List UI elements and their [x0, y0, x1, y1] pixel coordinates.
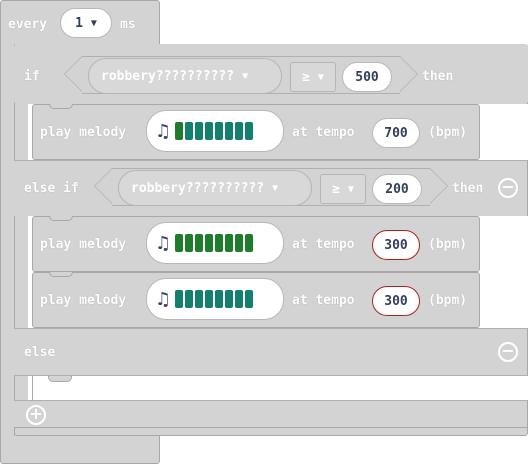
melody-editor[interactable]: ♫: [146, 222, 284, 264]
else-if-operator-dropdown[interactable]: ≥▼: [320, 174, 366, 204]
minus-circle-icon: −: [501, 341, 515, 360]
condition-left-edge: [94, 168, 112, 204]
else-if-label: else if: [24, 181, 79, 196]
melody-note-cell: [215, 290, 224, 308]
if-sensor-dropdown[interactable]: robbery?????????? ▼: [88, 58, 282, 94]
at-tempo-label: at tempo: [292, 237, 355, 252]
melody-note-cell: [205, 290, 214, 308]
melody-editor[interactable]: ♫: [146, 110, 284, 152]
melody-note-cell: [185, 290, 194, 308]
chevron-down-icon: ▼: [272, 182, 279, 194]
music-note-icon: ♫: [155, 288, 172, 310]
if-label: if: [24, 69, 40, 84]
play-melody-label: play melody: [40, 237, 127, 252]
every-label: every: [8, 17, 48, 32]
bpm-label: (bpm): [428, 125, 468, 140]
melody-note-cell: [175, 234, 184, 252]
every-unit-label: ms: [120, 17, 136, 32]
if-operator-dropdown[interactable]: ≥▼: [290, 62, 336, 92]
else-slot-notch: [48, 376, 72, 382]
tempo-input[interactable]: 300: [372, 230, 420, 260]
chevron-down-icon: ▼: [90, 17, 97, 29]
if-sensor-name: robbery??????????: [101, 68, 235, 84]
melody-note-cell: [215, 234, 224, 252]
play-melody-label: play melody: [40, 293, 127, 308]
tempo-input[interactable]: 300: [372, 286, 420, 316]
at-tempo-label: at tempo: [292, 125, 355, 140]
else-if-threshold-value: 200: [385, 181, 409, 197]
bpm-label: (bpm): [428, 237, 468, 252]
else-if-threshold-input[interactable]: 200: [372, 174, 422, 204]
condition-left-edge: [64, 56, 82, 92]
else-if-sensor-name: robbery??????????: [131, 180, 265, 196]
else-if-then-label: then: [452, 181, 484, 196]
melody-note-cell: [185, 122, 194, 140]
if-threshold-input[interactable]: 500: [342, 62, 392, 92]
melody-note-cell: [175, 122, 184, 140]
melody-note-cell: [205, 234, 214, 252]
remove-else-button[interactable]: −: [498, 342, 518, 362]
condition-right-edge: [430, 168, 448, 204]
if-threshold-value: 500: [355, 69, 379, 85]
every-interval-dropdown[interactable]: 1▼: [60, 8, 112, 38]
melody-note-cell: [235, 234, 244, 252]
melody-note-cell: [235, 290, 244, 308]
melody-note-cell: [235, 122, 244, 140]
tempo-value: 700: [384, 125, 408, 141]
minus-circle-icon: −: [501, 177, 515, 196]
melody-editor[interactable]: ♫: [146, 278, 284, 320]
melody-note-cell: [185, 234, 194, 252]
melody-note-cell: [245, 290, 254, 308]
play-melody-label: play melody: [40, 125, 127, 140]
condition-right-edge: [400, 56, 418, 92]
melody-note-cell: [245, 122, 254, 140]
bpm-label: (bpm): [428, 293, 468, 308]
remove-else-if-button[interactable]: −: [498, 178, 518, 198]
melody-note-cell: [215, 122, 224, 140]
else-row: [14, 328, 528, 376]
tempo-value: 300: [384, 293, 408, 309]
melody-note-cell: [225, 234, 234, 252]
chevron-down-icon: ▼: [242, 70, 249, 82]
if-operator: ≥: [302, 69, 310, 85]
melody-note-cell: [195, 122, 204, 140]
melody-note-cell: [245, 234, 254, 252]
add-branch-button[interactable]: +: [26, 405, 46, 425]
chevron-down-icon: ▼: [317, 71, 324, 83]
else-label: else: [24, 345, 56, 360]
music-note-icon: ♫: [155, 232, 172, 254]
else-if-sensor-dropdown[interactable]: robbery?????????? ▼: [118, 170, 312, 206]
if-then-label: then: [422, 69, 454, 84]
melody-note-cell: [205, 122, 214, 140]
melody-note-cell: [225, 122, 234, 140]
plus-circle-icon: +: [29, 404, 43, 423]
else-if-operator: ≥: [332, 181, 340, 197]
melody-note-cell: [195, 290, 204, 308]
tempo-value: 300: [384, 237, 408, 253]
melody-note-cell: [175, 290, 184, 308]
melody-note-cell: [195, 234, 204, 252]
music-note-icon: ♫: [155, 120, 172, 142]
else-empty-slot[interactable]: [32, 376, 528, 400]
at-tempo-label: at tempo: [292, 293, 355, 308]
melody-note-cell: [225, 290, 234, 308]
tempo-input[interactable]: 700: [372, 118, 420, 148]
if-footer-row: [14, 400, 528, 428]
every-interval-value: 1: [75, 15, 83, 31]
chevron-down-icon: ▼: [347, 183, 354, 195]
